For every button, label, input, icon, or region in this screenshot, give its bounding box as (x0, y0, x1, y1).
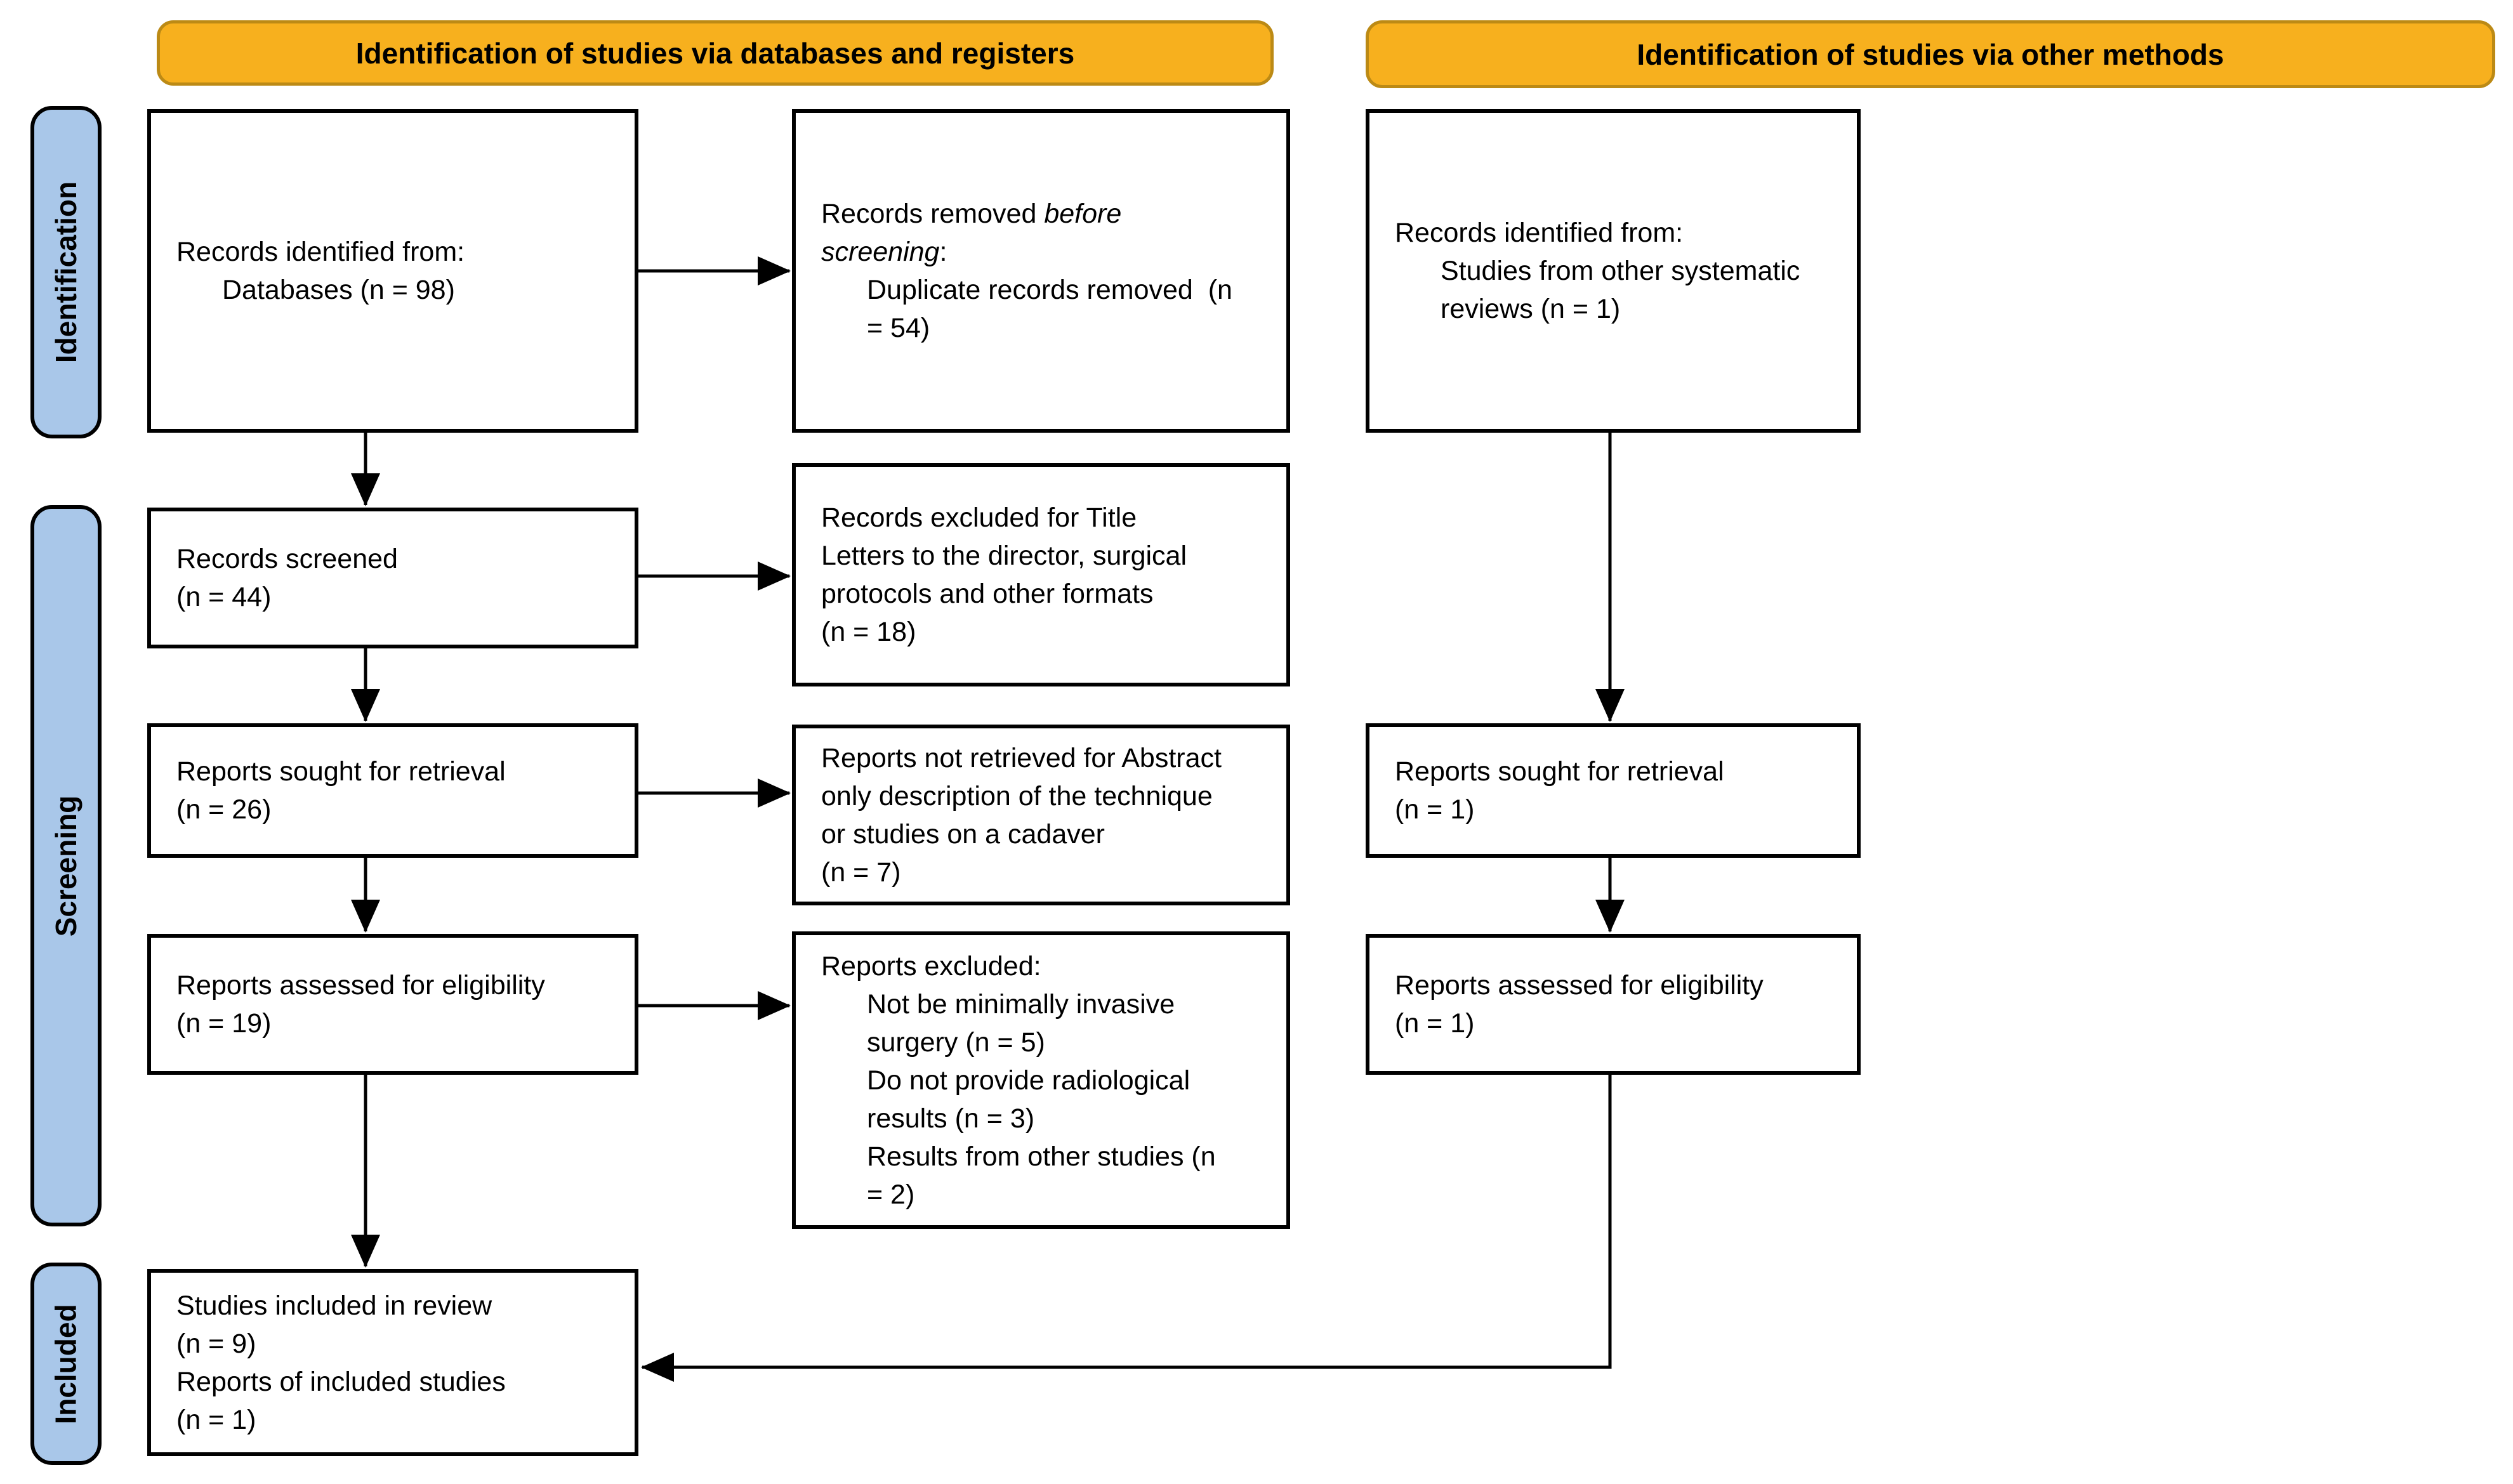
banner-databases-registers-label: Identification of studies via databases … (355, 36, 1075, 70)
box-reports-sought-other: Reports sought for retrieval (n = 1) (1366, 723, 1861, 858)
stage-label-included: Included (30, 1263, 102, 1465)
box-text-line: Reports sought for retrieval (176, 756, 506, 787)
box-text-line: only description of the technique (821, 780, 1213, 811)
box-reports-assessed-databases: Reports assessed for eligibility (n = 19… (147, 934, 638, 1075)
box-text-line: Not be minimally invasive (867, 988, 1175, 1020)
box-text-italic-segment: before screening (821, 199, 1130, 267)
stage-label-identification-text: Identification (49, 181, 83, 364)
stage-label-screening-text: Screening (49, 795, 83, 936)
banner-other-methods: Identification of studies via other meth… (1366, 20, 2495, 88)
box-reports-sought-databases: Reports sought for retrieval (n = 26) (147, 723, 638, 858)
box-text-line: Reports assessed for eligibility (1395, 970, 1764, 1001)
box-text-line: (n = 9) (176, 1328, 256, 1359)
box-text-line: Records excluded for Title (821, 502, 1137, 533)
box-records-excluded-title: Records excluded for Title Letters to th… (792, 463, 1290, 686)
box-text-line: reviews (n = 1) (1441, 294, 1621, 324)
box-records-identified-databases: Records identified from: Databases (n = … (147, 109, 638, 433)
box-text-line: = 54) (867, 313, 930, 343)
box-text-line: Studies included in review (176, 1290, 492, 1321)
box-text-line: Duplicate records removed (n (867, 275, 1232, 305)
box-reports-assessed-other: Reports assessed for eligibility (n = 1) (1366, 934, 1861, 1075)
box-text-line: Databases (n = 98) (222, 275, 455, 305)
box-text-line: Reports assessed for eligibility (176, 970, 545, 1001)
box-text-line: (n = 7) (821, 857, 901, 888)
box-records-screened: Records screened (n = 44) (147, 508, 638, 648)
box-text-line: (n = 26) (176, 794, 272, 825)
box-text-line: surgery (n = 5) (867, 1027, 1045, 1058)
stage-label-identification: Identification (30, 106, 102, 438)
box-text-line: (n = 19) (176, 1008, 272, 1039)
box-text-line: (n = 44) (176, 582, 272, 612)
box-text-line: Records identified from: (176, 237, 465, 267)
box-text-line: Records removed before screening: (821, 195, 1215, 271)
box-text-line: Reports of included studies (176, 1366, 506, 1397)
box-text-line: Do not provide radiological (867, 1065, 1191, 1096)
box-text-line: Reports not retrieved for Abstract (821, 742, 1222, 773)
box-records-removed-before-screening: Records removed before screening: Duplic… (792, 109, 1290, 433)
box-text-line: Results from other studies (n (867, 1141, 1216, 1172)
banner-other-methods-label: Identification of studies via other meth… (1637, 37, 2224, 71)
box-studies-included: Studies included in review (n = 9) Repor… (147, 1269, 638, 1456)
box-reports-not-retrieved: Reports not retrieved for Abstract only … (792, 725, 1290, 905)
box-records-identified-other: Records identified from: Studies from ot… (1366, 109, 1861, 433)
stage-label-screening: Screening (30, 505, 102, 1226)
box-text-line: (n = 1) (176, 1404, 256, 1435)
box-text-line: Records identified from: (1395, 218, 1684, 248)
box-text-segment: : (939, 237, 947, 267)
box-text-line: (n = 1) (1395, 794, 1475, 825)
stage-label-included-text: Included (49, 1303, 82, 1424)
box-text-line: Studies from other systematic (1441, 256, 1800, 286)
box-text-line: or studies on a cadaver (821, 818, 1105, 850)
box-text-line: (n = 1) (1395, 1008, 1475, 1039)
box-text-line: Records screened (176, 544, 398, 574)
box-text-line: results (n = 3) (867, 1103, 1035, 1134)
box-text-line: protocols and other formats (821, 579, 1154, 609)
box-reports-excluded: Reports excluded: Not be minimally invas… (792, 931, 1290, 1229)
box-text-line: (n = 18) (821, 617, 916, 647)
banner-databases-registers: Identification of studies via databases … (157, 20, 1274, 86)
box-text-line: Reports sought for retrieval (1395, 756, 1724, 787)
box-text-line: Reports excluded: (821, 950, 1041, 982)
box-text-line: = 2) (867, 1179, 915, 1210)
box-text-line: Letters to the director, surgical (821, 541, 1187, 571)
box-text-segment: Records removed (821, 199, 1045, 229)
